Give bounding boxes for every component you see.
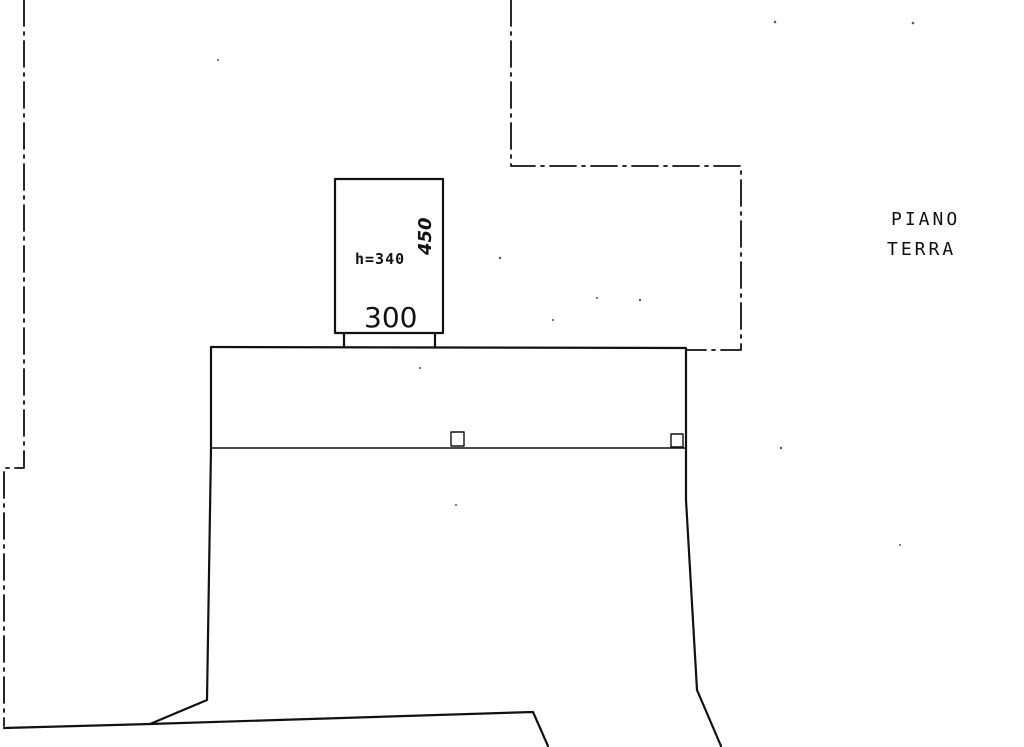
pillar-marker-left <box>450 431 465 447</box>
room-depth-label: 450 <box>415 217 436 256</box>
room-height-label: h=340 <box>355 250 405 268</box>
annex-room-outline <box>333 177 445 335</box>
bottom-boundary-line <box>2 710 550 747</box>
building-left-wall <box>148 345 213 726</box>
floor-label-line-1: PIANO <box>891 209 960 230</box>
scan-specks <box>217 20 915 546</box>
left-boundary-line <box>3 0 25 727</box>
room-width-label: 300 <box>364 301 417 334</box>
pillar-marker-right <box>670 433 684 448</box>
floor-label-line-2: TERRA <box>887 239 956 260</box>
building-outline <box>209 345 723 747</box>
upper-right-boundary-line <box>510 0 742 351</box>
